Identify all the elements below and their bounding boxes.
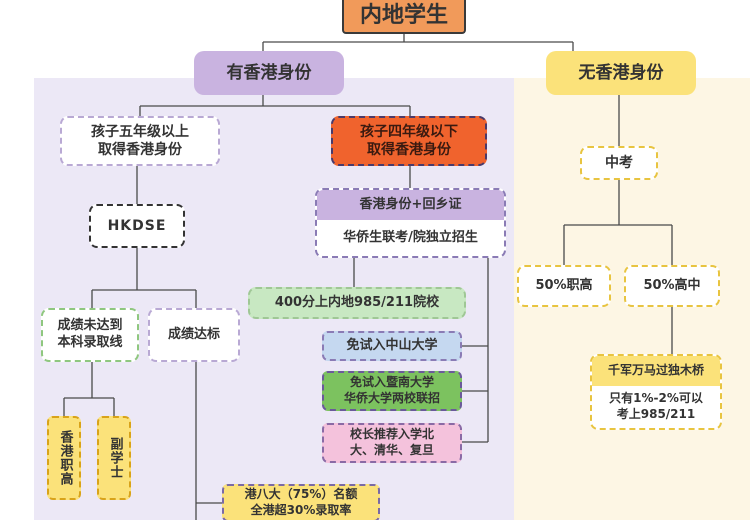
associate-label: 副学士 (107, 437, 123, 479)
jinan-label: 免试入暨南大学 华侨大学两校联招 (343, 375, 440, 405)
highschool-50-node: 50%高中 (624, 265, 720, 307)
grade4-below-node: 孩子四年级以下 取得香港身份 (331, 116, 487, 166)
vocational-50-label: 50%职高 (535, 277, 593, 293)
principal-label: 校长推荐入学北 大、清华、复旦 (349, 427, 434, 457)
bridge-desc-row: 只有1%-2%可以 考上985/211 (592, 386, 720, 428)
hk-top8-node: 港八大（75%）名额 全港超30%录取率 (222, 484, 380, 520)
zhongkao-node: 中考 (580, 146, 658, 180)
below-admission-line-node: 成绩未达到 本科录取线 (41, 308, 139, 362)
sysu-label: 免试入中山大学 (346, 337, 438, 353)
bridge-title: 千军万马过独木桥 (607, 363, 704, 378)
without-hk-id-node: 无香港身份 (546, 51, 696, 95)
id-card-label: 香港身份+回乡证 (359, 196, 462, 212)
id-card-exam-node: 香港身份+回乡证 华侨生联考/院独立招生 (315, 188, 506, 258)
principal-recommend-node: 校长推荐入学北 大、清华、复旦 (322, 423, 462, 463)
score-400-node: 400分上内地985/211院校 (248, 287, 466, 319)
with-hk-id-label: 有香港身份 (226, 62, 312, 83)
hk-top8-label: 港八大（75%）名额 全港超30%录取率 (244, 487, 358, 517)
hk-vocational-node: 香港职高 (47, 416, 81, 500)
highschool-50-label: 50%高中 (643, 277, 701, 293)
grade5-above-node: 孩子五年级以上 取得香港身份 (60, 116, 220, 166)
with-hk-id-node: 有香港身份 (194, 51, 344, 95)
bridge-node: 千军万马过独木桥 只有1%-2%可以 考上985/211 (590, 354, 722, 430)
below-line-label: 成绩未达到 本科录取线 (57, 318, 123, 350)
jinan-huaqiao-node: 免试入暨南大学 华侨大学两校联招 (322, 371, 462, 411)
bridge-title-row: 千军万马过独木桥 (592, 356, 720, 386)
joint-exam-label: 华侨生联考/院独立招生 (343, 229, 478, 245)
associate-degree-node: 副学士 (97, 416, 131, 500)
sysu-node: 免试入中山大学 (322, 331, 462, 361)
grade4-label: 孩子四年级以下 取得香港身份 (360, 123, 458, 158)
vocational-50-node: 50%职高 (517, 265, 611, 307)
root-mainland-students: 内地学生 (342, 0, 466, 34)
without-hk-id-label: 无香港身份 (578, 62, 664, 83)
pass-line-node: 成绩达标 (148, 308, 240, 362)
hkdse-label: HKDSE (107, 217, 167, 234)
zhongkao-label: 中考 (605, 154, 633, 171)
pass-line-label: 成绩达标 (167, 326, 220, 342)
id-card-header: 香港身份+回乡证 (317, 190, 504, 220)
bridge-desc: 只有1%-2%可以 考上985/211 (609, 391, 703, 421)
score-400-label: 400分上内地985/211院校 (274, 294, 440, 310)
hkdse-node: HKDSE (89, 204, 185, 248)
root-label: 内地学生 (359, 2, 448, 28)
joint-exam-row: 华侨生联考/院独立招生 (317, 220, 504, 256)
grade5-label: 孩子五年级以上 取得香港身份 (91, 123, 189, 158)
hk-vocational-label: 香港职高 (57, 430, 73, 486)
